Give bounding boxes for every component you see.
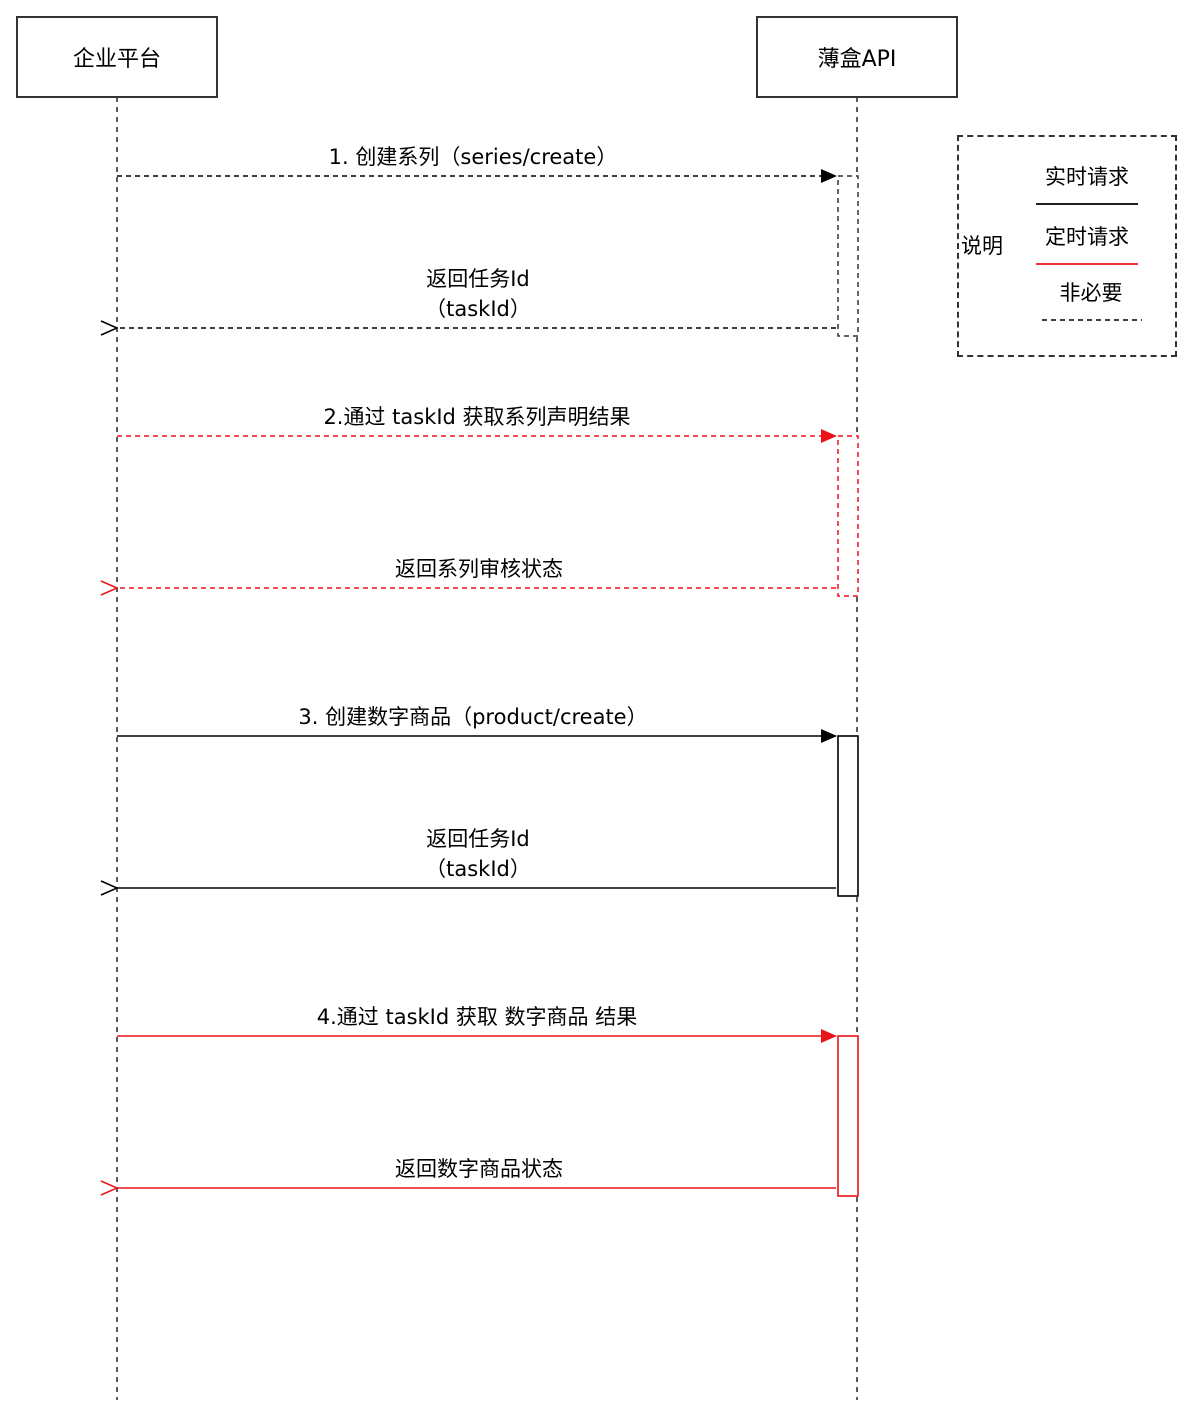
message-label-6: 返回任务Id （taskId） (425, 824, 531, 884)
activation-bar-2 (837, 435, 859, 597)
message-text: 3. 创建数字商品（product/create） (298, 705, 648, 729)
legend-title: 说明 (961, 234, 1003, 258)
message-text: 返回任务Id (426, 267, 530, 291)
activation-bar-4 (837, 1035, 859, 1197)
message-label-2: 返回任务Id （taskId） (425, 264, 531, 324)
legend-item-optional: 非必要 (1059, 281, 1123, 305)
message-label-4: 返回系列审核状态 (395, 554, 563, 584)
message-text: （taskId） (425, 857, 531, 881)
message-text: 4.通过 taskId 获取 数字商品 结果 (316, 1005, 638, 1029)
activation-bar-3 (837, 735, 859, 897)
message-text: 返回数字商品状态 (395, 1157, 563, 1181)
participant-api: 薄盒API (756, 16, 958, 98)
message-text: 2.通过 taskId 获取系列声明结果 (323, 405, 631, 429)
legend-item-scheduled: 定时请求 (1045, 225, 1129, 249)
message-label-8: 返回数字商品状态 (395, 1154, 563, 1184)
message-label-3: 2.通过 taskId 获取系列声明结果 (323, 402, 630, 432)
message-label-5: 3. 创建数字商品（product/create） (298, 702, 647, 732)
message-text: 返回任务Id (426, 827, 530, 851)
message-text: （taskId） (425, 297, 531, 321)
legend-box (957, 135, 1177, 357)
message-text: 1. 创建系列（series/create） (328, 145, 618, 169)
message-label-1: 1. 创建系列（series/create） (329, 142, 618, 172)
message-text: 返回系列审核状态 (395, 557, 563, 581)
participant-label: 薄盒API (817, 47, 897, 72)
activation-bar-1 (837, 175, 859, 337)
participant-label: 企业平台 (72, 47, 161, 72)
legend-item-realtime: 实时请求 (1045, 165, 1129, 189)
message-label-7: 4.通过 taskId 获取 数字商品 结果 (317, 1002, 637, 1032)
participant-enterprise-platform: 企业平台 (16, 16, 218, 98)
